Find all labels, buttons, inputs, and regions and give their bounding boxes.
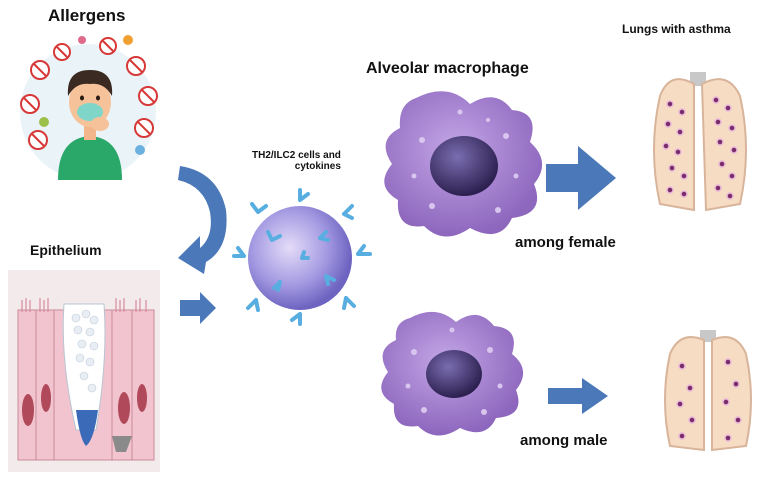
label-allergens: Allergens bbox=[48, 6, 126, 25]
macrophage-icon bbox=[381, 311, 524, 436]
big-arrow-right-icon bbox=[546, 146, 616, 210]
lung-icon bbox=[653, 72, 747, 212]
allergen-collage-icon bbox=[20, 35, 158, 180]
curved-arrow-icon bbox=[178, 166, 227, 274]
label-alveolar-macrophage: Alveolar macrophage bbox=[366, 60, 529, 77]
label-among-male: among male bbox=[520, 432, 608, 449]
epithelium-tissue-icon bbox=[8, 270, 160, 472]
lung-icon bbox=[664, 330, 752, 452]
allergen-symbols bbox=[20, 35, 158, 155]
label-among-female: among female bbox=[515, 234, 616, 251]
macrophage-icon bbox=[384, 91, 543, 237]
label-epithelium: Epithelium bbox=[30, 242, 102, 258]
small-arrow-right-icon bbox=[548, 378, 608, 414]
person-sneezing-icon bbox=[58, 70, 122, 180]
th2-cell-icon bbox=[232, 188, 372, 326]
label-th2-ilc2: TH2/ILC2 cells and cytokines bbox=[252, 150, 341, 172]
label-th2-line1: TH2/ILC2 cells and bbox=[252, 150, 341, 161]
label-lungs-with-asthma: Lungs with asthma bbox=[622, 22, 731, 36]
arrow-right-icon bbox=[180, 292, 216, 324]
label-th2-line2: cytokines bbox=[294, 161, 341, 172]
